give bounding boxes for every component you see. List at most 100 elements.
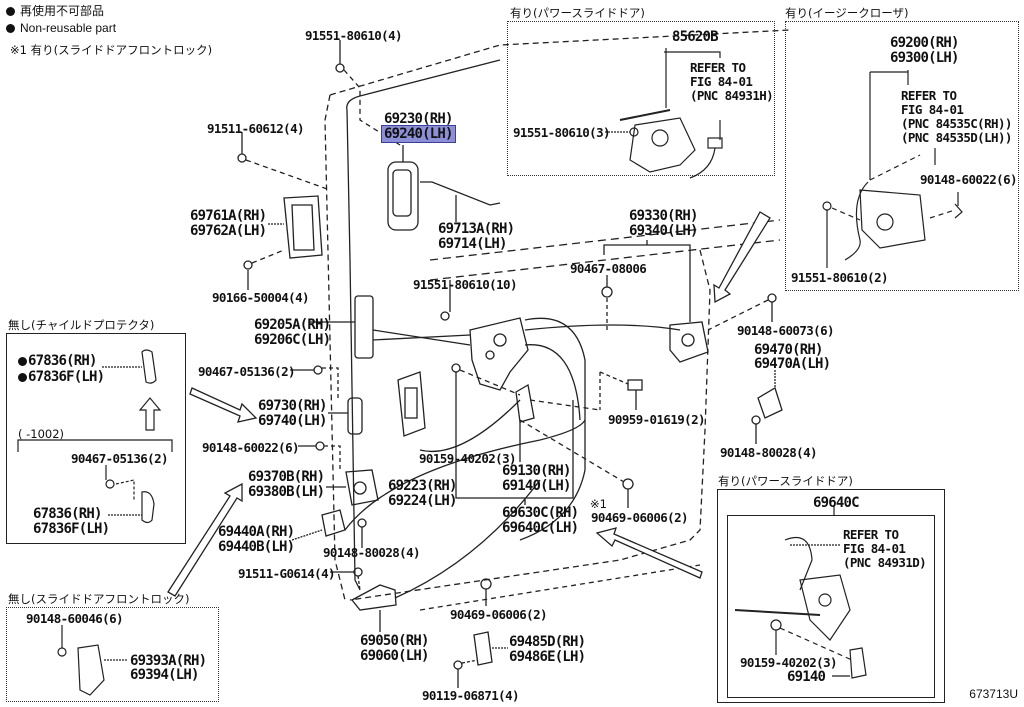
refer-line-4[interactable]: (PNC 84535D(LH)) [901, 130, 1012, 145]
refer-line-3[interactable]: (PNC 84931D) [843, 555, 927, 570]
easy-closer-unit [859, 189, 926, 249]
part-label-69380b[interactable]: 69380B(LH) [248, 484, 325, 500]
door-outline-dashed [329, 29, 791, 96]
inset-power-slide-top-title: 有り(パワースライドドア) [510, 6, 645, 20]
part-label-69050[interactable]: 69050(RH) [360, 633, 429, 649]
inset-easy-closer [785, 21, 1019, 291]
arrow-to-rear-lock [713, 211, 771, 304]
part-label-69240-highlighted[interactable]: 69240(LH) [381, 125, 456, 143]
part-label-90148-80028-4-a[interactable]: 90148-80028(4) [323, 545, 421, 560]
part-label-91511-60612-4[interactable]: 91511-60612(4) [207, 121, 305, 136]
part-label-91551-80610-3[interactable]: 91551-80610(3) [513, 125, 611, 140]
part-label-69730[interactable]: 69730(RH) [258, 398, 327, 414]
arrow-to-front-lock [167, 482, 243, 597]
range-note: ( -1002) [18, 427, 65, 441]
part-label-90148-60022-6[interactable]: 90148-60022(6) [920, 172, 1018, 187]
part-label-90166-50004-4[interactable]: 90166-50004(4) [212, 290, 310, 305]
part-label-69140[interactable]: 69140(LH) [502, 478, 571, 494]
note-mark-1: ※1 [590, 497, 607, 511]
door-glass-line [429, 219, 781, 261]
inset-easy-closer-title: 有り(イージークローザ) [785, 6, 909, 20]
part-label-67836-rh-2[interactable]: 67836(RH) [33, 506, 102, 522]
refer-line-3[interactable]: (PNC 84535C(RH)) [901, 116, 1012, 131]
part-label-69761a[interactable]: 69761A(RH) [190, 208, 267, 224]
legend-non-reusable-en: Non-reusable part [6, 21, 116, 36]
refer-line-2[interactable]: FIG 84-01 [901, 102, 964, 117]
arrow-to-remote [189, 387, 258, 423]
part-label-69440b[interactable]: 69440B(LH) [218, 539, 295, 555]
part-label-69330[interactable]: 69330(RH) [629, 208, 698, 224]
part-label-90469-06006-2-b[interactable]: 90469-06006(2) [450, 607, 548, 622]
door-window-frame-2 [346, 109, 361, 591]
door-window-frame [346, 59, 501, 111]
part-label-69486e[interactable]: 69486E(LH) [509, 649, 586, 665]
part-label-69714[interactable]: 69714(LH) [438, 236, 507, 252]
part-label-69224[interactable]: 69224(LH) [388, 493, 457, 509]
part-label-67836f-lh[interactable]: 67836F(LH) [18, 369, 105, 385]
part-label-69470a[interactable]: 69470A(LH) [754, 356, 831, 372]
part-label-69340[interactable]: 69340(LH) [629, 223, 698, 239]
part-label-69485d[interactable]: 69485D(RH) [509, 634, 586, 650]
part-label-69370b[interactable]: 69370B(RH) [248, 469, 325, 485]
part-label-90159-40202-3-inset[interactable]: 90159-40202(3) [740, 655, 838, 670]
part-label-69470[interactable]: 69470(RH) [754, 342, 823, 358]
part-label-69060[interactable]: 69060(LH) [360, 648, 429, 664]
part-label-69640c-lh[interactable]: 69640C(LH) [502, 520, 579, 536]
part-label-69713a[interactable]: 69713A(RH) [438, 221, 515, 237]
part-label-69440a[interactable]: 69440A(RH) [218, 524, 295, 540]
part-label-69394[interactable]: 69394(LH) [130, 667, 199, 683]
part-label-90467-05136-2[interactable]: 90467-05136(2) [71, 451, 169, 466]
non-reusable-dot-icon [6, 7, 15, 16]
part-label-69762a[interactable]: 69762A(LH) [190, 223, 267, 239]
up-arrow [138, 397, 162, 431]
refer-line-2[interactable]: FIG 84-01 [843, 541, 906, 556]
part-label-69200[interactable]: 69200(RH) [890, 35, 959, 51]
part-label-91551-80610-10[interactable]: 91551-80610(10) [413, 277, 517, 292]
part-label-69130[interactable]: 69130(RH) [502, 463, 571, 479]
lock-cylinder [515, 383, 535, 423]
part-label-91551-80610-4[interactable]: 91551-80610(4) [305, 28, 403, 43]
door-outline-dashed-2 [324, 94, 346, 601]
power-slide-motor [629, 117, 696, 173]
inset-power-slide-top [507, 21, 775, 176]
part-label-90148-60046-6[interactable]: 90148-60046(6) [26, 611, 124, 626]
door-lock-assembly [469, 317, 529, 391]
refer-line-1: REFER TO [843, 527, 899, 542]
refer-line-3[interactable]: (PNC 84931H) [690, 88, 774, 103]
part-label-90119-06871-4[interactable]: 90119-06871(4) [422, 688, 520, 703]
part-label-67836-rh[interactable]: 67836(RH) [18, 353, 97, 369]
part-label-69223[interactable]: 69223(RH) [388, 478, 457, 494]
door-rear-edge [349, 249, 711, 601]
part-label-90148-80028-4-b[interactable]: 90148-80028(4) [720, 445, 818, 460]
part-label-91511-g0614-4[interactable]: 91511-G0614(4) [238, 566, 336, 581]
part-label-69640c[interactable]: 69640C [813, 495, 860, 511]
part-label-69206c[interactable]: 69206C(LH) [254, 332, 331, 348]
part-label-69300[interactable]: 69300(LH) [890, 50, 959, 66]
inset-power-slide-bottom-inner [727, 515, 935, 698]
part-label-69140-inset[interactable]: 69140 [787, 669, 826, 685]
part-label-90148-60073-6[interactable]: 90148-60073(6) [737, 323, 835, 338]
part-label-67836f-lh-2[interactable]: 67836F(LH) [33, 521, 110, 537]
legend-text-jp: 再使用不可部品 [20, 4, 105, 18]
part-label-90467-08006[interactable]: 90467-08006 [570, 261, 647, 276]
refer-line-2[interactable]: FIG 84-01 [690, 74, 753, 89]
part-label-91551-80610-2[interactable]: 91551-80610(2) [791, 270, 889, 285]
part-label-85620b[interactable]: 85620B [672, 29, 719, 45]
part-label-69230[interactable]: 69230(RH) [384, 111, 453, 127]
inset-front-lock-title: 無し(スライドドアフロントロック) [8, 592, 190, 606]
refer-line-1: REFER TO [901, 88, 957, 103]
part-label-90159-40202-3[interactable]: 90159-40202(3) [419, 451, 517, 466]
remote-control [397, 371, 426, 437]
arrow-to-power-slide [595, 527, 703, 579]
part-label-90148-60022-6-main[interactable]: 90148-60022(6) [202, 440, 300, 455]
part-label-69630c[interactable]: 69630C(RH) [502, 505, 579, 521]
part-label-69205a[interactable]: 69205A(RH) [254, 317, 331, 333]
inset-child-protector-title: 無し(チャイルドプロテクタ) [8, 318, 155, 332]
part-label-90469-06006-2-a[interactable]: 90469-06006(2) [591, 510, 689, 525]
part-label-69393a[interactable]: 69393A(RH) [130, 653, 207, 669]
part-label-90959-01619-2[interactable]: 90959-01619(2) [608, 412, 706, 427]
inset-no-front-lock [6, 607, 219, 702]
part-label-90467-05136-2-main[interactable]: 90467-05136(2) [198, 364, 296, 379]
part-label-69740[interactable]: 69740(LH) [258, 413, 327, 429]
